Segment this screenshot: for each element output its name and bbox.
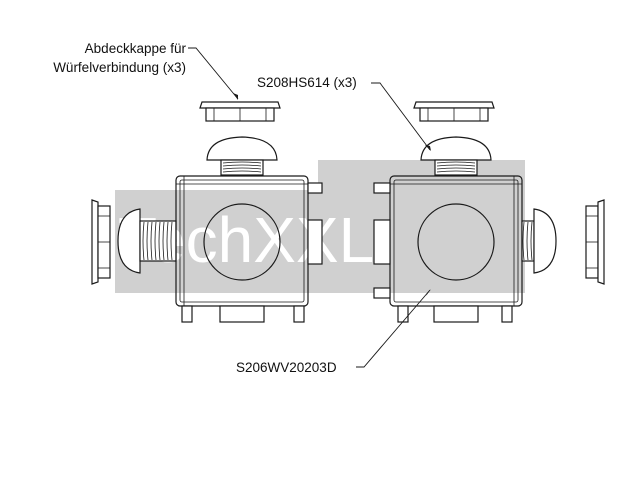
cover-cap-left [199, 101, 281, 122]
cover-cap-side-right [585, 199, 605, 285]
right-cube-assembly [373, 101, 605, 323]
screw-side-left [117, 208, 177, 274]
label-cube: S206WV20203D [236, 360, 337, 375]
callout-cover-cap: Abdeckkappe für Würfelverbindung (x3) [53, 41, 239, 100]
left-cube-assembly [91, 101, 323, 323]
cover-cap-right [413, 101, 495, 122]
cube-left [175, 175, 323, 323]
label-cover-cap-line2: Würfelverbindung (x3) [53, 60, 186, 75]
cube-right [373, 175, 523, 323]
callout-screw: S208HS614 (x3) [257, 75, 431, 151]
callout-cube: S206WV20203D [236, 289, 431, 375]
screw-top-left [206, 136, 278, 176]
label-cover-cap-line1: Abdeckkappe für [85, 41, 187, 56]
screw-top-right [420, 136, 492, 176]
label-screw: S208HS614 (x3) [257, 75, 357, 90]
screw-side-right [521, 208, 557, 274]
cover-cap-side-left [91, 199, 111, 285]
